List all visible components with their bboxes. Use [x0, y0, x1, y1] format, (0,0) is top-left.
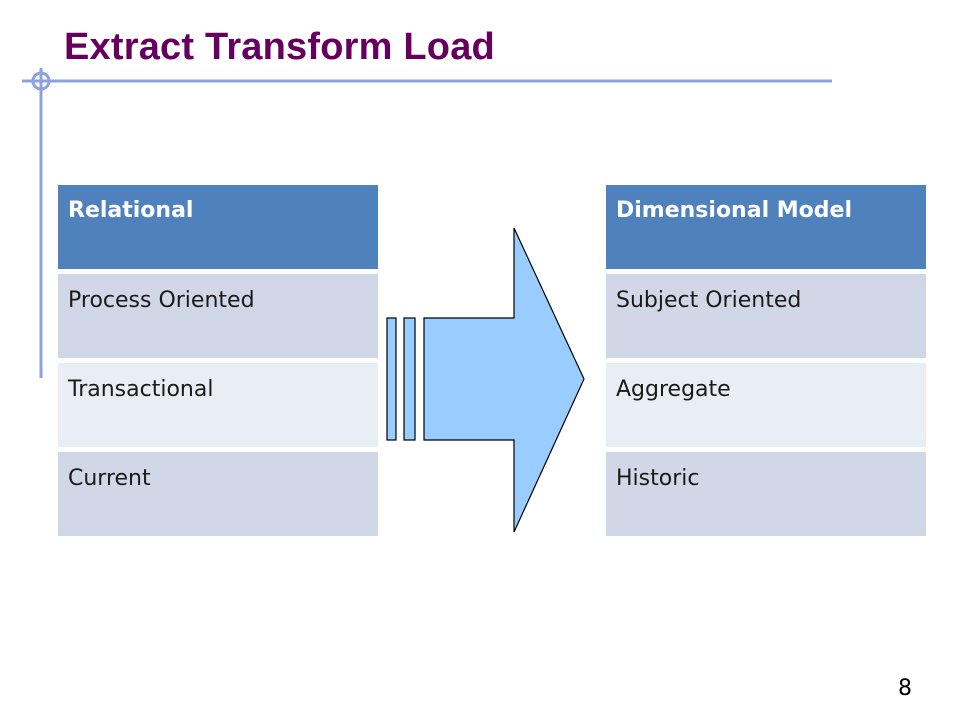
relational-row: Process Oriented — [58, 274, 378, 363]
dimensional-row: Historic — [606, 452, 926, 536]
dimensional-row: Subject Oriented — [606, 274, 926, 363]
relational-row: Transactional — [58, 363, 378, 452]
slide-title: Extract Transform Load — [64, 26, 495, 68]
arrow-stripe — [386, 317, 397, 441]
relational-row: Current — [58, 452, 378, 536]
dimensional-header: Dimensional Model — [606, 185, 926, 274]
relational-table: Relational Process Oriented Transactiona… — [58, 185, 378, 536]
dimensional-row: Aggregate — [606, 363, 926, 452]
block-right-arrow-icon — [386, 227, 585, 533]
arrow-stripe — [403, 317, 416, 441]
dimensional-table: Dimensional Model Subject Oriented Aggre… — [606, 185, 926, 536]
crosshair-decoration-icon — [31, 71, 51, 91]
title-decoration — [22, 68, 832, 378]
relational-header: Relational — [58, 185, 378, 274]
page-number: 8 — [898, 676, 912, 701]
arrow-body — [423, 227, 585, 533]
